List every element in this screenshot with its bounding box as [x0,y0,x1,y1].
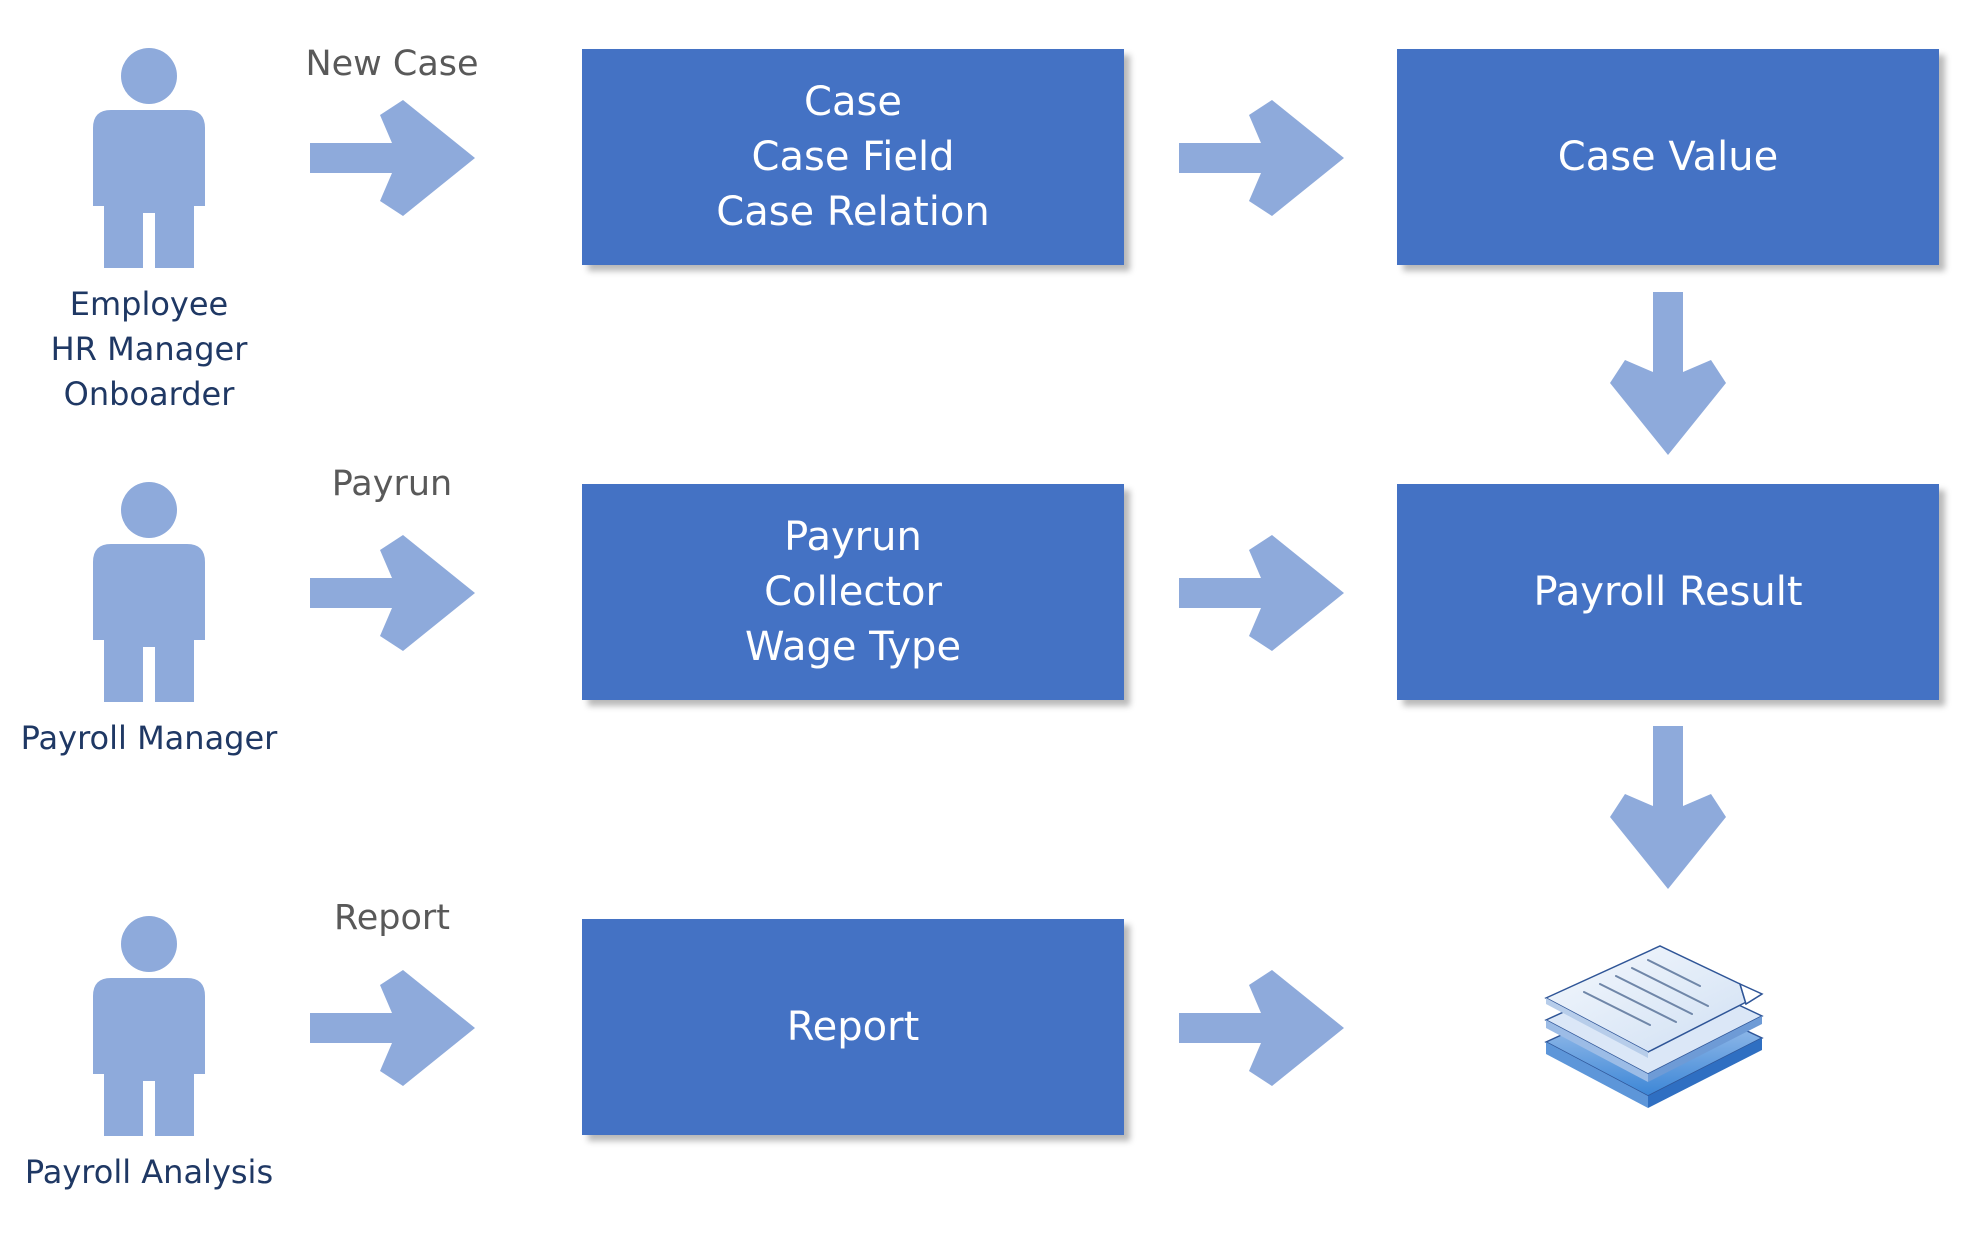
arrow-down-icon [1610,292,1726,455]
arrow-right-icon [310,970,475,1086]
arrow-right-icon [1179,535,1344,651]
actor-label-payroll-analysis: Payroll Analysis [24,1153,274,1191]
box-case-definitions: Case Case Field Case Relation [582,49,1124,265]
arrow-label-report: Report [333,898,451,938]
arrow-label-payrun: Payrun [331,464,453,504]
person-icon [93,48,205,268]
box-payroll-result: Payroll Result [1397,484,1939,700]
actor-label-payroll-manager: Payroll Manager [20,719,278,757]
box-report-text: Report [786,1003,920,1050]
box-payrun-definitions: Payrun Collector Wage Type [582,484,1124,700]
box-case-value-text: Case Value [1557,133,1779,180]
box-payrun-definitions-text: Payrun Collector Wage Type [744,513,962,670]
document-stack-icon [1544,945,1764,1108]
box-payroll-result-text: Payroll Result [1533,568,1803,615]
arrow-right-icon [1179,970,1344,1086]
actor-label-employee: Employee HR Manager Onboarder [50,285,248,413]
box-case-value: Case Value [1397,49,1939,265]
arrow-right-icon [310,100,475,216]
box-report: Report [582,919,1124,1135]
person-icon [93,916,205,1136]
arrow-right-icon [1179,100,1344,216]
arrow-label-new-case: New Case [305,44,479,84]
arrow-down-icon [1610,726,1726,889]
arrow-right-icon [310,535,475,651]
person-icon [93,482,205,702]
box-case-definitions-text: Case Case Field Case Relation [716,78,990,235]
